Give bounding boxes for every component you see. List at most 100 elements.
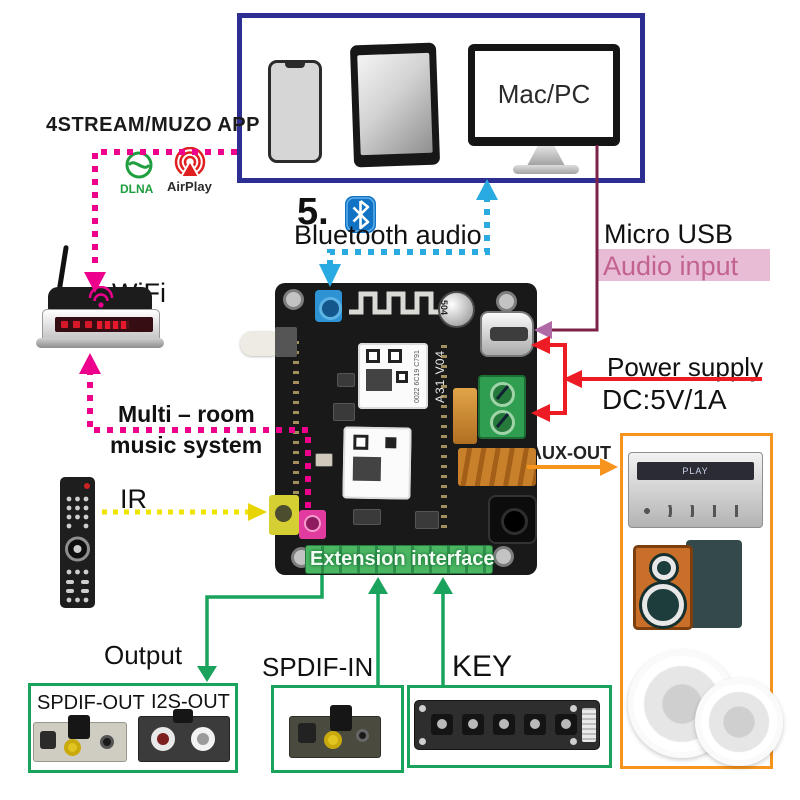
jack-small [356, 729, 369, 742]
smd-component [353, 509, 381, 525]
computer-monitor: Mac/PC [468, 44, 620, 146]
pcb-antenna-trace-icon [349, 291, 441, 315]
arrow-down-to-antenna-icon [319, 264, 341, 287]
bluetooth-icon [345, 196, 376, 233]
rca-red [151, 727, 175, 751]
wifi-module: 0022 6C19 C791 [358, 343, 428, 409]
edge-connector [275, 327, 297, 357]
arrow-right-to-speakers-icon [600, 458, 618, 476]
speaker-front [633, 545, 693, 630]
pin-column [441, 345, 447, 535]
arrow-up-key-icon [433, 577, 453, 594]
extension-lines [205, 575, 445, 685]
monitor-stand [527, 146, 565, 166]
spdif-in-title: SPDIF-IN [262, 652, 374, 682]
key-module [414, 700, 600, 750]
arrow-down-to-output-icon [197, 666, 217, 682]
arrow-up-spdifin-icon [368, 577, 388, 594]
arrow-left-power-supply-icon [563, 370, 582, 388]
jack-small [100, 735, 114, 749]
screw-hole [419, 738, 426, 745]
spdif-out-module [33, 715, 127, 762]
router-wifi-icon [88, 286, 114, 308]
mount-hole [493, 546, 514, 567]
multiroom-label-2: music system [110, 432, 263, 458]
key-button [555, 714, 577, 735]
key-title: KEY [452, 650, 513, 683]
aux-connector-highlight [453, 388, 477, 444]
rca-yellow [324, 731, 342, 749]
smartphone [268, 60, 322, 163]
bt-audio-label: Bluetooth audio [294, 220, 482, 250]
multiroom-label-1: Multi – room [118, 401, 255, 427]
terminal-screw [490, 382, 515, 407]
micro-usb-label: Micro USB [604, 219, 734, 249]
airplay-label: AirPlay [167, 179, 212, 194]
smd-component [333, 403, 355, 421]
audio-input-highlight [598, 249, 770, 281]
output-title: Output [104, 640, 183, 670]
amplifier: PLAY [628, 452, 763, 528]
router-top [48, 287, 152, 312]
airplay-icon [174, 147, 206, 178]
key-connector [582, 708, 596, 742]
power-terminal-block [478, 375, 526, 439]
aux-area-highlight [458, 448, 536, 486]
arrow-left-to-terminal-icon [531, 404, 550, 422]
arrow-up-to-devices-icon [476, 179, 498, 200]
router-display [55, 317, 153, 332]
extension-header [305, 545, 493, 574]
ir-remote [60, 477, 95, 608]
spdif-in-module [289, 705, 381, 758]
tweeter [652, 556, 676, 580]
usb-port-small [298, 723, 316, 743]
key-button [524, 714, 546, 735]
mount-hole [496, 291, 517, 312]
multiroom-link-line [87, 374, 311, 508]
pin-column [293, 341, 299, 501]
toslink-port [330, 705, 352, 731]
smd-component [415, 511, 439, 529]
dlna-label: DLNA [120, 182, 154, 196]
phone-notch [285, 62, 305, 68]
power-spec-label: DC:5V/1A [602, 384, 727, 415]
aux-out-label: AUX-OUT [529, 443, 611, 463]
micro-usb-port [480, 311, 534, 357]
mac-pc-label: Mac/PC [475, 51, 613, 137]
rca-yellow [64, 739, 81, 756]
headphone-jack [488, 495, 537, 544]
bt-antenna-connector [315, 290, 342, 322]
terminal-screw [490, 410, 515, 435]
arrow-left-to-usb-power-icon [531, 336, 550, 354]
ir-receiver [269, 495, 299, 535]
usb-audio-line [552, 145, 599, 332]
ir-label: IR [120, 484, 147, 514]
toslink-port [68, 715, 90, 739]
rca-white [191, 727, 215, 751]
audio-input-label: Audio input [603, 251, 739, 281]
bluetooth-link-line [327, 198, 490, 266]
arrow-down-to-router-icon [84, 272, 106, 293]
wifi-router [42, 309, 160, 343]
speaker-rear [686, 540, 742, 628]
extension-interface-label: Extension interface [310, 548, 495, 570]
screw-hole [570, 705, 577, 712]
amp-knobs [639, 505, 752, 517]
arrow-right-to-ir-receiver-icon [248, 503, 267, 521]
app-label: 4STREAM/MUZO APP [46, 114, 260, 136]
amp-display: PLAY [637, 462, 754, 480]
audio-board: 504 0022 6C19 C791 A31 V04 [269, 283, 537, 575]
key-button [431, 714, 453, 735]
i2s-out-module [138, 709, 230, 762]
usb-port-small [40, 731, 56, 749]
dlna-icon [125, 151, 153, 179]
smd-component [315, 453, 333, 467]
woofer [642, 584, 684, 626]
spdif-out-label: SPDIF-OUT [37, 692, 145, 714]
mount-hole [283, 289, 304, 310]
arrow-left-to-usb-icon [534, 321, 552, 339]
screw-hole [570, 738, 577, 745]
i2s-top-jack [173, 709, 193, 723]
router-base [36, 338, 164, 348]
